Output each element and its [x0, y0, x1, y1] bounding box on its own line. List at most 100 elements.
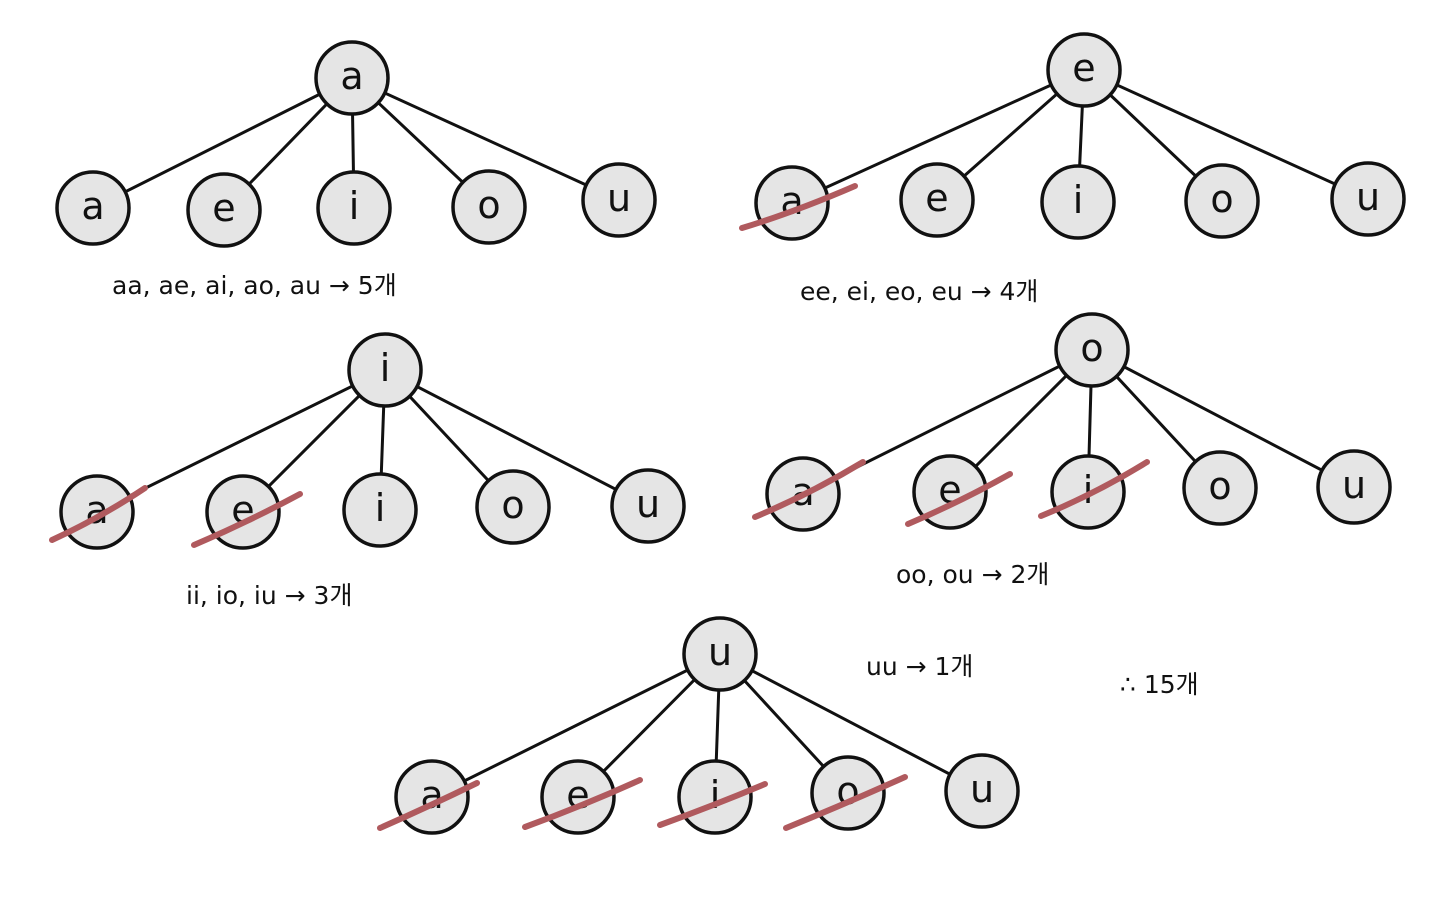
tree-caption: ii, io, iu → 3개: [186, 581, 352, 610]
node-circle: [581, 162, 657, 238]
total-count: ∴ 15개: [1120, 670, 1199, 699]
child-node: a: [739, 165, 858, 241]
node-label: a: [81, 184, 104, 228]
root-node: e: [1046, 32, 1122, 108]
node-label: u: [1356, 175, 1380, 219]
node-circle: [55, 170, 131, 246]
strike-mark: [905, 471, 1013, 527]
node-circle: [1316, 449, 1392, 525]
child-node: a: [377, 759, 480, 835]
edge: [718, 652, 984, 793]
child-node: i: [1038, 454, 1150, 530]
node-label: i: [710, 773, 721, 817]
node-circle: [677, 759, 753, 835]
node-label: a: [340, 54, 363, 98]
node-circle: [1182, 450, 1258, 526]
node-circle: [1330, 161, 1406, 237]
node-circle: [682, 616, 758, 692]
child-node: e: [191, 474, 303, 550]
child-node: u: [944, 753, 1020, 829]
edge: [350, 76, 621, 202]
node-circle: [1184, 163, 1260, 239]
child-node: i: [1040, 164, 1116, 240]
child-node: u: [610, 468, 686, 544]
strike-mark: [191, 491, 303, 548]
child-node: o: [1184, 163, 1260, 239]
child-node: o: [1182, 450, 1258, 526]
node-circle: [475, 469, 551, 545]
child-node: o: [783, 755, 908, 831]
edge: [1082, 68, 1370, 201]
node-circle: [451, 169, 527, 245]
node-label: o: [477, 183, 500, 227]
strike-mark: [1038, 459, 1150, 519]
node-label: e: [1072, 46, 1095, 90]
node-label: u: [607, 176, 631, 220]
node-label: u: [1342, 463, 1366, 507]
edge: [91, 76, 354, 210]
node-label: o: [1210, 177, 1233, 221]
child-node: i: [342, 472, 418, 548]
child-node: a: [752, 456, 866, 532]
node-circle: [610, 468, 686, 544]
node-circle: [347, 332, 423, 408]
tree-caption: ee, ei, eo, eu → 4개: [800, 277, 1038, 306]
node-label: e: [925, 176, 948, 220]
edge: [430, 652, 722, 799]
node-label: i: [380, 346, 391, 390]
strike-mark: [783, 774, 908, 831]
tree-u: u a e i o u uu → 1개: [377, 616, 1020, 835]
child-node: u: [1316, 449, 1392, 525]
strike-mark: [752, 459, 866, 520]
node-circle: [314, 40, 390, 116]
root-node: a: [314, 40, 390, 116]
child-node: e: [899, 162, 975, 238]
child-node: e: [186, 172, 262, 248]
node-label: o: [501, 483, 524, 527]
edge: [790, 68, 1086, 205]
child-node: o: [451, 169, 527, 245]
root-node: o: [1054, 312, 1130, 388]
tree-e: e a e i o u ee, ei, eo, eu → 4개: [739, 32, 1406, 306]
node-circle: [899, 162, 975, 238]
node-circle: [1040, 164, 1116, 240]
child-node: i: [657, 759, 768, 835]
tree-i: i a e i o u ii, io, iu → 3개: [49, 332, 686, 610]
child-node: a: [55, 170, 131, 246]
node-label: o: [1080, 326, 1103, 370]
node-label: u: [970, 767, 994, 811]
node-label: i: [375, 486, 386, 530]
child-node: u: [1330, 161, 1406, 237]
strike-mark: [522, 777, 643, 830]
node-circle: [342, 472, 418, 548]
node-circle: [1054, 312, 1130, 388]
child-node: u: [581, 162, 657, 238]
edge: [383, 368, 650, 508]
child-node: o: [475, 469, 551, 545]
child-node: a: [49, 474, 148, 550]
node-label: i: [1073, 178, 1084, 222]
tree-caption: aa, ae, ai, ao, au → 5개: [112, 271, 397, 300]
node-circle: [912, 454, 988, 530]
edge: [1090, 348, 1356, 489]
node-label: u: [708, 630, 732, 674]
tree-caption: uu → 1개: [866, 652, 973, 681]
tree-caption: oo, ou → 2개: [896, 560, 1049, 589]
node-label: i: [1083, 468, 1094, 512]
node-label: i: [349, 184, 360, 228]
node-label: u: [636, 482, 660, 526]
root-node: u: [682, 616, 758, 692]
child-node: i: [316, 170, 392, 246]
tree-o: o a e i o u oo, ou → 2개: [752, 312, 1392, 589]
node-label: o: [1208, 464, 1231, 508]
node-circle: [316, 170, 392, 246]
strike-mark: [49, 485, 148, 543]
node-circle: [754, 165, 830, 241]
strike-mark: [657, 781, 768, 828]
child-node: e: [522, 759, 643, 835]
node-circle: [1046, 32, 1122, 108]
tree-a: a a e i o u aa, ae, ai, ao, au → 5개: [55, 40, 657, 300]
root-node: i: [347, 332, 423, 408]
node-label: e: [212, 186, 235, 230]
